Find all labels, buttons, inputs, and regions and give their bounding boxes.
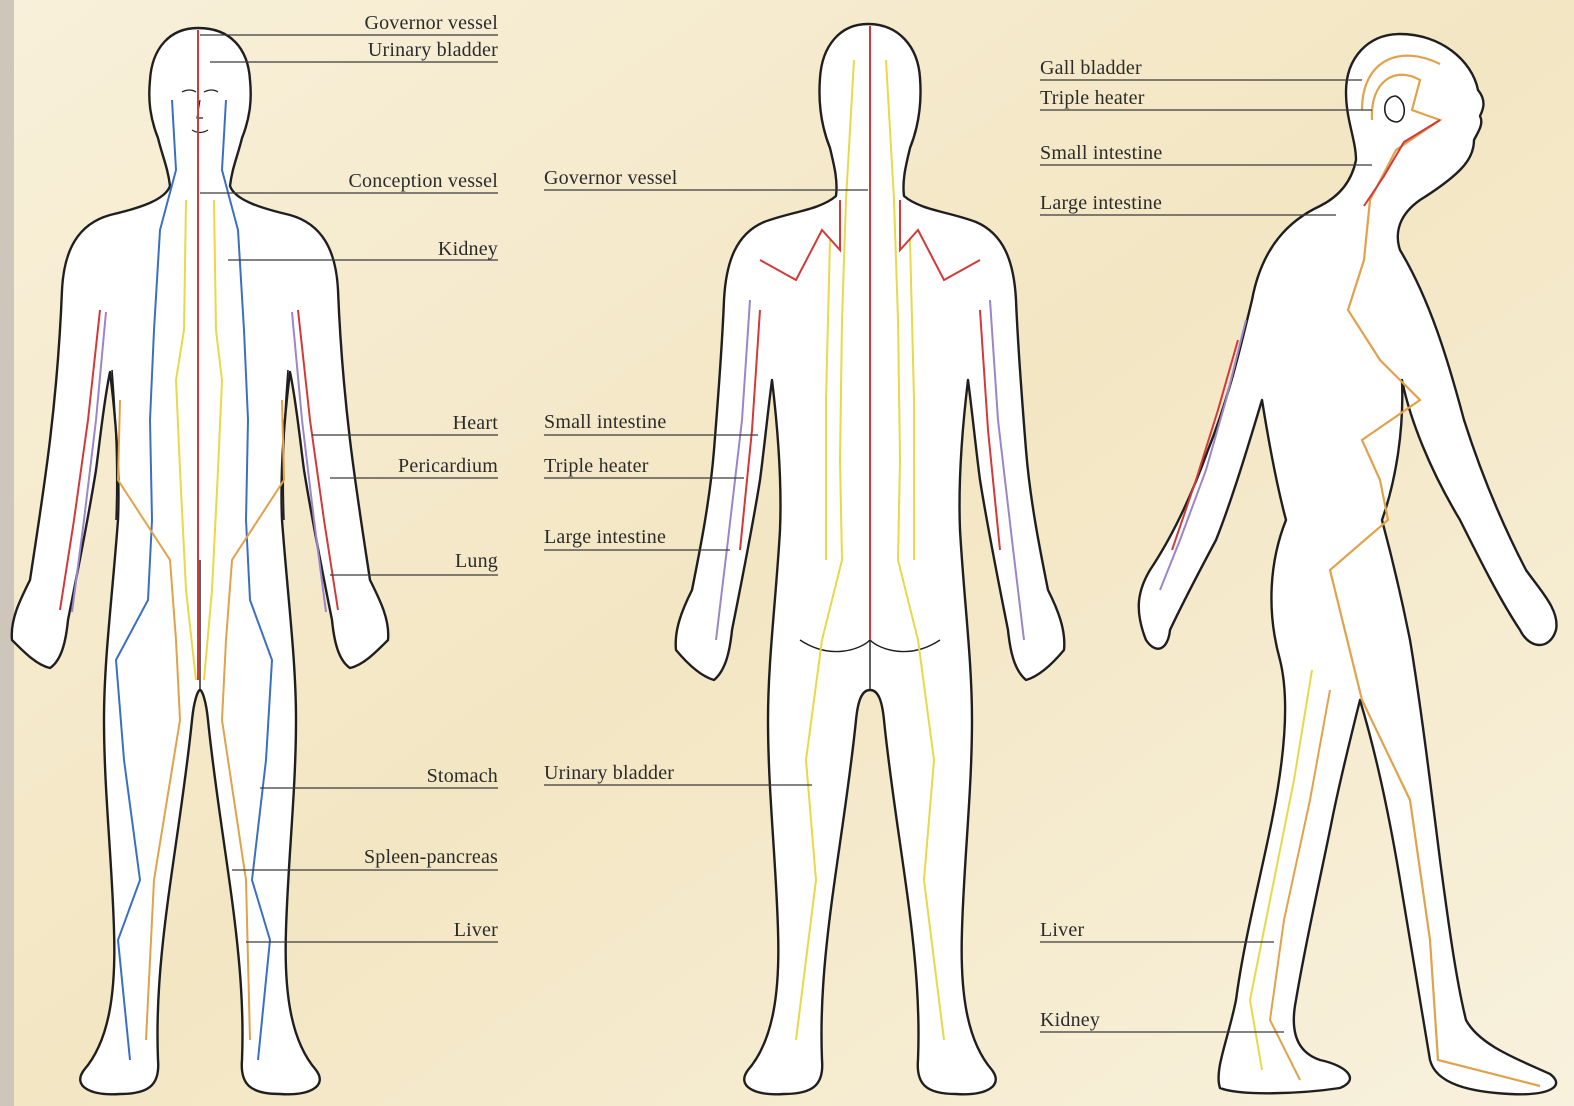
front-label-urinary-bladder: Urinary bladder (368, 39, 498, 61)
front-label-stomach: Stomach (427, 765, 498, 787)
back-label-triple-heater: Triple heater (544, 455, 649, 477)
front-label-governor-vessel: Governor vessel (364, 12, 498, 34)
back-label-governor-vessel: Governor vessel (544, 167, 678, 189)
side-label-gall-bladder: Gall bladder (1040, 57, 1142, 79)
side-body-outline (1139, 34, 1557, 1094)
side-label-liver: Liver (1040, 919, 1084, 941)
front-label-lung: Lung (455, 550, 498, 572)
back-label-small-intestine: Small intestine (544, 411, 666, 433)
front-label-heart: Heart (453, 412, 498, 434)
front-label-spleen-pancreas: Spleen-pancreas (364, 846, 498, 868)
side-figure (1139, 34, 1557, 1094)
front-label-pericardium: Pericardium (398, 455, 498, 477)
back-label-urinary-bladder: Urinary bladder (544, 762, 674, 784)
front-figure (12, 28, 389, 1094)
side-label-large-intestine: Large intestine (1040, 192, 1162, 214)
back-label-large-intestine: Large intestine (544, 526, 666, 548)
back-figure (676, 24, 1065, 1094)
front-label-liver: Liver (454, 919, 498, 941)
front-label-kidney: Kidney (438, 238, 498, 260)
side-label-small-intestine: Small intestine (1040, 142, 1162, 164)
side-label-triple-heater: Triple heater (1040, 87, 1145, 109)
side-label-kidney: Kidney (1040, 1009, 1100, 1031)
front-label-conception-vessel: Conception vessel (349, 170, 498, 192)
